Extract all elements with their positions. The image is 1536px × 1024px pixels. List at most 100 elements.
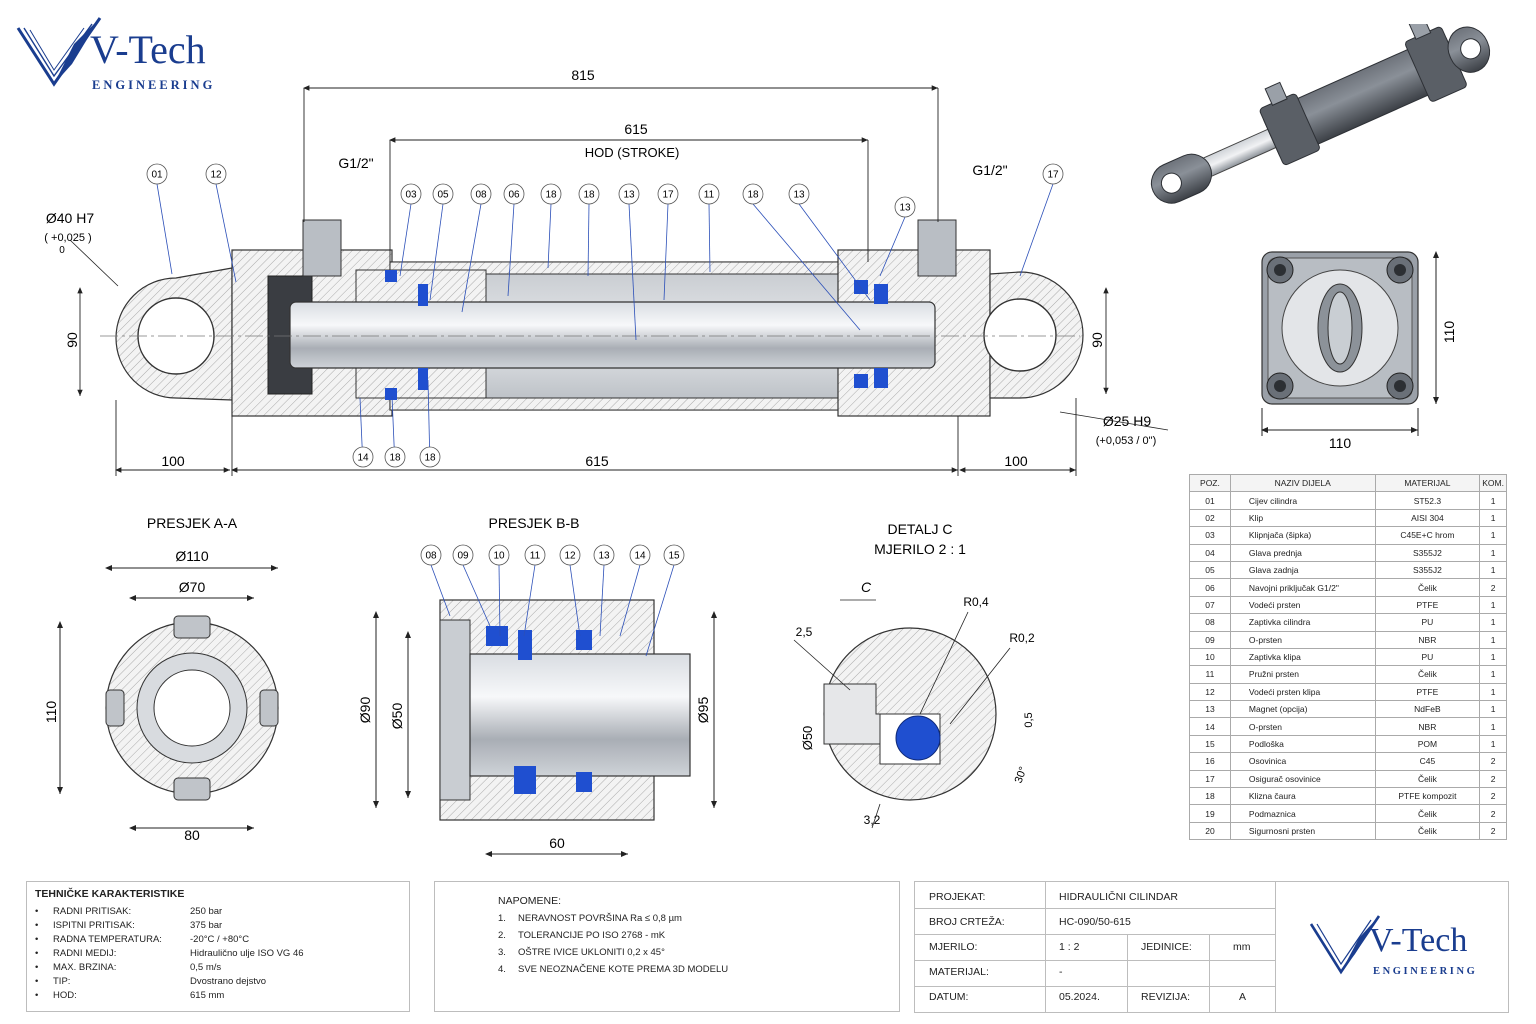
tb-project-label: PROJEKAT: xyxy=(929,891,986,903)
bom-material: ST52.3 xyxy=(1374,491,1481,510)
note-text: TOLERANCIJE PO ISO 2768 - mK xyxy=(518,930,666,941)
detail-c-d1: 2,5 xyxy=(796,625,813,639)
tech-key: RADNI MEDIJ: xyxy=(53,948,117,959)
balloon: 09 xyxy=(452,544,491,627)
balloon: 12 xyxy=(559,544,581,637)
tech-value: Hidraulično ulje ISO VG 46 xyxy=(190,948,304,959)
note-text: SVE NEOZNAČENE KOTE PREMA 3D MODELU xyxy=(518,964,729,975)
balloon: 06 xyxy=(503,183,525,297)
dim-stroke-label: HOD (STROKE) xyxy=(585,145,680,160)
balloon-label: 11 xyxy=(704,190,715,201)
bom-name: Klipnjača (šipka) xyxy=(1229,526,1376,545)
bom-pos: 10 xyxy=(1189,647,1231,667)
bom-material: S355J2 xyxy=(1374,543,1481,562)
bom-material: PTFE xyxy=(1374,595,1481,615)
tb-revision: A xyxy=(1239,991,1247,1003)
balloon: 14 xyxy=(619,544,651,637)
bom-pos: 03 xyxy=(1189,526,1231,545)
balloon: 18 xyxy=(540,183,562,269)
tech-value: 0,5 m/s xyxy=(190,962,222,973)
balloon-label: 13 xyxy=(598,551,610,562)
detail-c-letter: C xyxy=(861,579,872,595)
port-left xyxy=(302,219,342,277)
tech-key: ISPITNI PRITISAK: xyxy=(53,920,135,931)
bom-pos: 08 xyxy=(1189,613,1231,632)
bom-material: POM xyxy=(1374,734,1481,754)
bom-name: Pružni prsten xyxy=(1229,665,1376,684)
balloon: 11 xyxy=(523,544,546,637)
section-bb-d-left1: Ø90 xyxy=(357,697,373,724)
balloon-label: 13 xyxy=(899,203,911,214)
bom-name: Zaptivka klipa xyxy=(1229,647,1376,667)
balloon: 05 xyxy=(429,183,454,301)
balloon-label: 18 xyxy=(747,190,759,201)
balloon-label: 18 xyxy=(545,190,557,201)
detail-c-d3: 3,2 xyxy=(864,813,881,827)
balloon-label: 17 xyxy=(1047,170,1059,181)
dim-port-right: G1/2" xyxy=(972,162,1007,178)
note-text: OŠTRE IVICE UKLONITI 0,2 x 45° xyxy=(518,947,665,958)
bom-name: Zaptivka cilindra xyxy=(1229,613,1376,632)
end-view-width: 110 xyxy=(1329,435,1352,451)
bom-name: Glava zadnja xyxy=(1229,560,1376,580)
bom-material: AISI 304 xyxy=(1374,508,1481,528)
tech-value: 250 bar xyxy=(190,906,223,917)
bom-name: Podmaznica xyxy=(1229,804,1376,823)
tech-row: •ISPITNI PRITISAK:375 bar xyxy=(35,920,223,931)
bom-qty: 1 xyxy=(1479,734,1507,754)
section-aa-d-outer: Ø110 xyxy=(175,548,208,564)
bom-material: NdFeB xyxy=(1374,700,1481,719)
balloon-label: 17 xyxy=(662,190,674,201)
bom-material: PTFE kompozit xyxy=(1374,787,1481,806)
note-index: 3. xyxy=(498,947,506,958)
bom-qty: 1 xyxy=(1479,595,1507,615)
bom-name: Vodeći prsten klipa xyxy=(1229,682,1376,702)
dim-height-left: 90 xyxy=(64,332,80,348)
note-index: 1. xyxy=(498,913,506,924)
balloon: 17 xyxy=(1019,163,1064,277)
tech-value: 615 mm xyxy=(190,990,225,1001)
bom-material: Čelik xyxy=(1374,769,1481,789)
bom-qty: 1 xyxy=(1479,630,1507,649)
bom-material: PU xyxy=(1374,613,1481,632)
balloon-label: 03 xyxy=(405,190,417,201)
bom-material: C45E+C hrom xyxy=(1374,526,1481,545)
logo-subtitle: ENGINEERING xyxy=(92,78,216,92)
logo-wordmark: V-Tech xyxy=(1369,922,1468,959)
tb-revision-label: REVIZIJA: xyxy=(1141,991,1191,1003)
bom-qty: 1 xyxy=(1479,508,1507,528)
tech-key: MAX. BRZINA: xyxy=(53,962,117,973)
note-index: 4. xyxy=(498,964,506,975)
dim-bore-left-tol-upper: ( +0,025 ) xyxy=(44,232,91,244)
balloon-label: 13 xyxy=(623,190,635,201)
section-aa: PRESJEK A-A Ø110 Ø70 80 110 xyxy=(43,515,279,843)
tech-key: RADNA TEMPERATURA: xyxy=(53,934,162,945)
seals xyxy=(385,270,888,400)
balloon-label: 05 xyxy=(437,190,449,201)
balloon: 13 xyxy=(879,196,916,277)
bom-name: Klizna čaura xyxy=(1229,787,1376,806)
logo-mark-icon xyxy=(1309,915,1381,975)
detail-c-r1: R0,4 xyxy=(963,595,989,609)
balloon: 10 xyxy=(488,544,510,637)
balloon: 08 xyxy=(420,544,451,617)
bom-qty: 1 xyxy=(1479,647,1507,667)
bom-qty: 1 xyxy=(1479,526,1507,545)
bom-qty: 2 xyxy=(1479,769,1507,789)
bom-name: Vodeći prsten xyxy=(1229,595,1376,615)
rod-eye-bore xyxy=(983,298,1057,372)
bom-qty: 1 xyxy=(1479,613,1507,632)
bom-pos: 07 xyxy=(1189,595,1231,615)
balloon-label: 09 xyxy=(457,551,469,562)
